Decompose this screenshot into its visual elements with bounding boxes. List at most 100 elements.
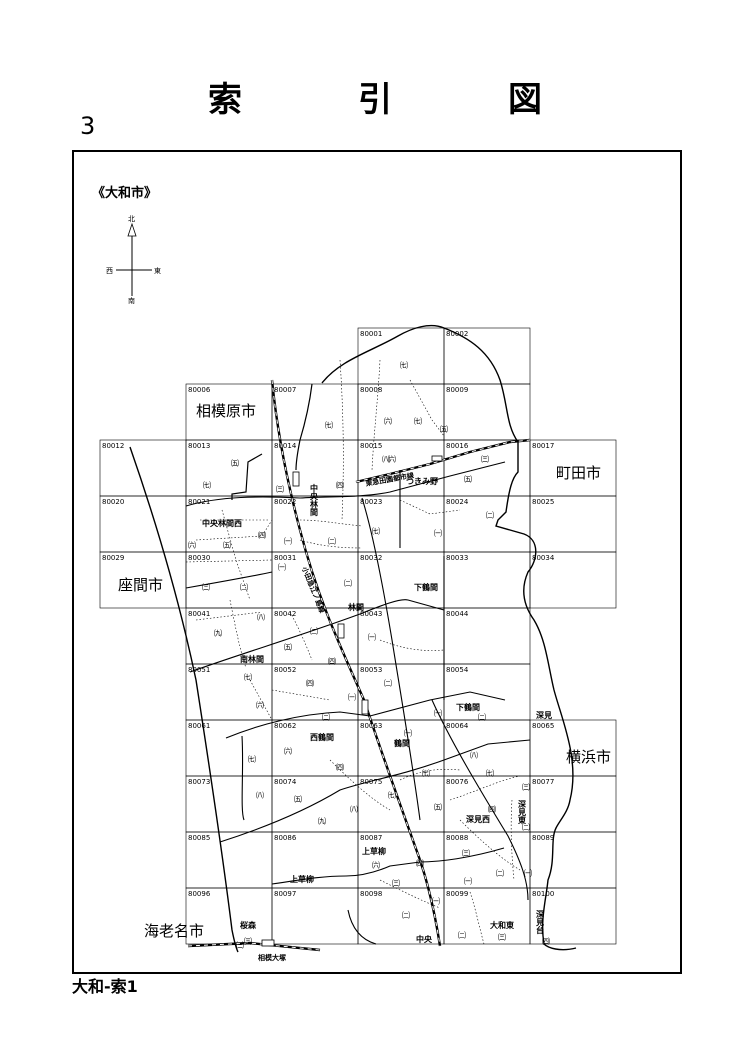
district-numeral: ㈣ <box>336 763 344 772</box>
cell-id-80075: 80075 <box>360 778 382 786</box>
district-numeral: ㈥ <box>384 416 392 426</box>
station-tsukimino-icon <box>431 455 443 462</box>
area-minami-rinkan: 南林間 <box>240 654 264 664</box>
cell-id-80034: 80034 <box>532 554 555 562</box>
district-numeral: ㈥ <box>256 700 264 710</box>
area-tsukimino: つきみ野 <box>406 477 438 486</box>
area-chuo: 中央 <box>416 934 433 944</box>
district-numeral: ㈡ <box>344 578 352 588</box>
railway-odakyu <box>270 379 442 947</box>
district-numeral: ㈠ <box>368 632 376 642</box>
district-numeral: ㈢ <box>498 932 506 942</box>
compass-north: 北 <box>128 215 135 223</box>
cell-id-80017: 80017 <box>532 442 554 450</box>
grid-cell-80100 <box>529 887 617 945</box>
district-numeral: ㈠ <box>464 876 472 886</box>
district-numeral: ㈣ <box>258 531 266 540</box>
district-numeral: ㈧ <box>256 791 264 800</box>
district-numeral: ㈦ <box>486 768 494 778</box>
cell-id-80099: 80099 <box>446 890 468 898</box>
district-numeral: ㈠ <box>524 868 532 878</box>
area-shimotsuruma: 下鶴間 <box>414 582 438 592</box>
district-numeral: ㈠ <box>434 528 442 538</box>
cell-id-80008: 80008 <box>360 386 382 394</box>
cell-id-80053: 80053 <box>360 666 382 674</box>
district-numeral: ㈥ <box>188 540 196 550</box>
area-nishi-tsuruma: 西鶴間 <box>310 732 334 742</box>
station-minami-rinkan-icon <box>337 623 345 639</box>
district-numeral: ㈨ <box>214 628 222 638</box>
district-numeral: ㈦ <box>248 754 256 764</box>
cell-id-80064: 80064 <box>446 722 469 730</box>
cell-id-80041: 80041 <box>188 610 210 618</box>
district-numeral: ㈡ <box>522 822 530 832</box>
area-kamisowayagi-2: 上草柳 <box>362 846 386 856</box>
district-numeral: ㈢ <box>202 582 210 592</box>
cell-id-80085: 80085 <box>188 834 210 842</box>
city-zama: 座間市 <box>118 576 163 594</box>
city-boundary <box>321 324 577 951</box>
district-numeral: ㈡ <box>402 910 410 920</box>
title-char-1: 索 <box>208 80 242 120</box>
district-numeral: ㈢ <box>244 936 252 946</box>
cell-id-80044: 80044 <box>446 610 469 618</box>
district-numeral: ㈧ <box>470 751 478 760</box>
cell-id-80029: 80029 <box>102 554 124 562</box>
cell-id-80031: 80031 <box>274 554 296 562</box>
cell-id-80012: 80012 <box>102 442 124 450</box>
area-fukami: 深見 <box>536 710 552 720</box>
area-yamato-higashi: 大和東 <box>490 920 514 930</box>
district-numeral: ㈠ <box>284 536 292 546</box>
district-numeral: ㈡ <box>486 510 494 520</box>
cell-id-80062: 80062 <box>274 722 296 730</box>
compass-icon <box>116 222 152 296</box>
cell-id-80086: 80086 <box>274 834 297 842</box>
district-numeral: ㈠ <box>432 896 440 906</box>
compass-west: 西 <box>106 267 113 275</box>
cell-id-80087: 80087 <box>360 834 382 842</box>
district-numeral: ㈡ <box>496 868 504 878</box>
city-yokohama: 横浜市 <box>566 748 611 766</box>
district-numeral: ㈡ <box>322 712 330 722</box>
station-chuo-rinkan-icon <box>292 471 300 487</box>
cell-id-80023: 80023 <box>360 498 382 506</box>
district-numeral: ㈤ <box>434 802 442 812</box>
cell-id-80043: 80043 <box>360 610 382 618</box>
cell-id-80022: 80022 <box>274 498 296 506</box>
cell-id-80001: 80001 <box>360 330 382 338</box>
cell-id-80025: 80025 <box>532 498 554 506</box>
area-sakuramori: 桜森 <box>240 920 257 930</box>
map-frame <box>72 150 682 974</box>
city-ebina: 海老名市 <box>144 922 204 940</box>
district-numeral: ㈧ <box>350 805 358 814</box>
district-numeral: ㈦ <box>372 526 380 536</box>
cell-id-80089: 80089 <box>532 834 554 842</box>
district-numeral: ㈡ <box>240 582 248 592</box>
station-tsuruma-icon <box>361 699 369 715</box>
cell-id-80076: 80076 <box>446 778 469 786</box>
area-chuo-rinkan: 中央林間 <box>309 483 319 517</box>
district-numeral: ㈦ <box>388 790 396 800</box>
area-tsuruma: 鶴間 <box>393 738 410 748</box>
cell-id-80014: 80014 <box>274 442 297 450</box>
station-sagami-otsuka-icon <box>261 939 275 947</box>
district-numeral: ㈦ <box>244 672 252 682</box>
cell-id-80015: 80015 <box>360 442 382 450</box>
cell-id-80052: 80052 <box>274 666 296 674</box>
city-machida: 町田市 <box>556 464 601 482</box>
district-numeral: ㈢ <box>236 940 244 950</box>
cell-id-80097: 80097 <box>274 890 296 898</box>
area-fukami-higashi: 深見東 <box>518 799 527 825</box>
map-grid <box>99 327 617 945</box>
cell-id-80006: 80006 <box>188 386 211 394</box>
district-numeral: ㈥ <box>388 454 396 464</box>
district-numeral: ㈦ <box>414 416 422 426</box>
district-numeral: ㈣ <box>488 805 496 814</box>
district-numeral: ㈣ <box>336 481 344 490</box>
cell-id-80013: 80013 <box>188 442 210 450</box>
title-char-3: 図 <box>508 80 542 120</box>
cell-id-80073: 80073 <box>188 778 210 786</box>
district-numeral: ㈦ <box>325 420 333 430</box>
cell-id-80061: 80061 <box>188 722 210 730</box>
title-char-2: 引 <box>358 80 392 120</box>
